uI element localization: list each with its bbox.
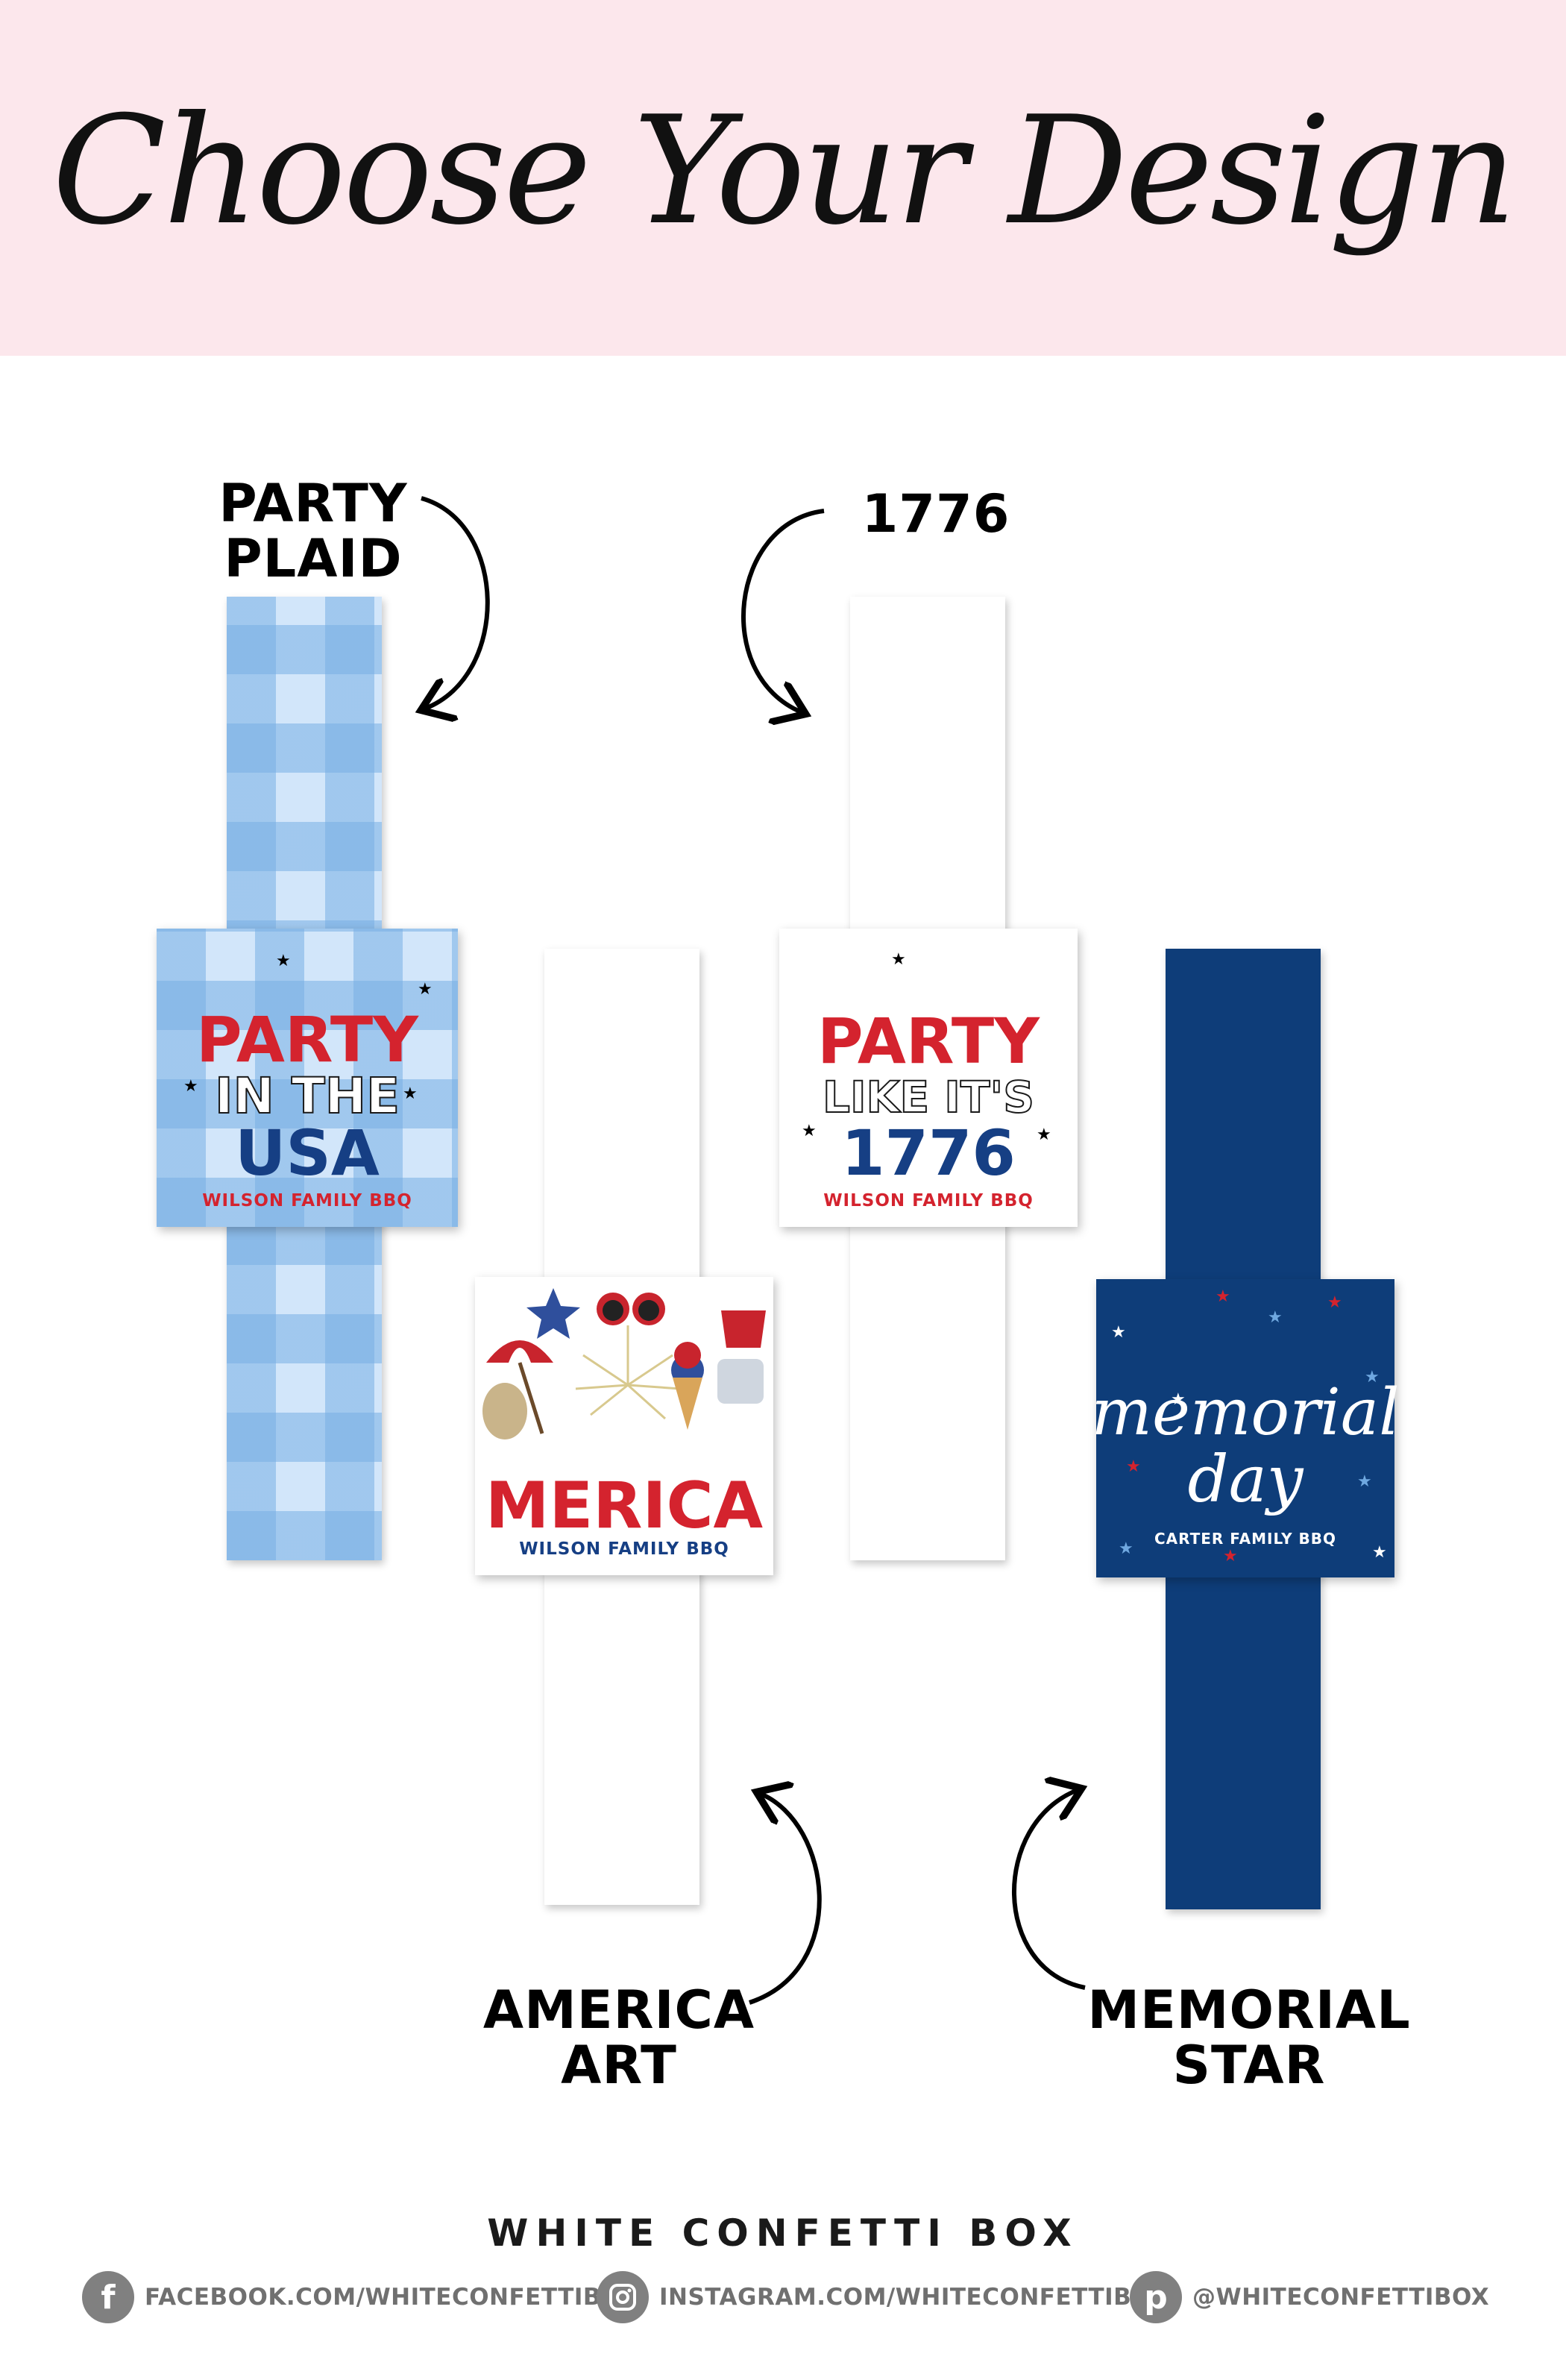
star-icon: ★: [802, 1121, 817, 1140]
page-title: Choose Your Design: [51, 84, 1517, 258]
brand-name: WHITE CONFETTI BOX: [487, 2211, 1079, 2255]
label-america-art: AMERICA ART: [482, 1979, 755, 2096]
card-1776-family: WILSON FAMILY BBQ: [823, 1191, 1034, 1211]
america-art-illustration: [482, 1288, 766, 1439]
pinterest-link[interactable]: p @WHITECONFETTIBOX: [1130, 2267, 1489, 2327]
hat-icon: [482, 1383, 527, 1439]
card-1776[interactable]: PARTY LIKE IT'S 1776 WILSON FAMILY BBQ ★…: [779, 929, 1078, 1227]
memorial-star-family: CARTER FAMILY BBQ: [1154, 1530, 1337, 1548]
party-plaid-line2: IN THE: [214, 1067, 400, 1125]
star-icon: ★: [1216, 1287, 1230, 1305]
arrow-1776: [741, 509, 825, 712]
label-party-plaid: PARTY PLAID: [218, 473, 408, 589]
facebook-link[interactable]: f FACEBOOK.COM/WHITECONFETTIBOX: [82, 2267, 638, 2327]
umbrella-icon: [486, 1340, 553, 1434]
star-icon: ★: [1223, 1546, 1238, 1565]
party-plaid-line3: USA: [235, 1117, 380, 1190]
card-1776-line1: PARTY: [817, 1005, 1040, 1078]
label-memorial-star: MEMORIAL STAR: [1087, 1979, 1411, 2096]
pinterest-icon: p: [1130, 2271, 1182, 2323]
star-icon: ★: [891, 949, 906, 968]
arrow-party-plaid: [421, 496, 490, 709]
star-icon: ★: [1126, 1457, 1141, 1475]
fireworks-icon: [575, 1325, 681, 1420]
label-1776: 1776: [861, 483, 1010, 544]
star-icon: ★: [183, 1076, 198, 1095]
arrow-memorial-star: [1012, 1790, 1085, 1990]
star-icon: ★: [1111, 1322, 1126, 1341]
america-art-family: WILSON FAMILY BBQ: [519, 1539, 729, 1559]
card-1776-line3: 1776: [841, 1117, 1016, 1190]
pinterest-text: @WHITECONFETTIBOX: [1192, 2284, 1490, 2311]
star-icon: ★: [276, 951, 291, 970]
star-icon: ★: [418, 979, 433, 998]
memorial-star-line1: memorial: [1091, 1375, 1400, 1450]
card-1776-line2: LIKE IT'S: [822, 1072, 1035, 1123]
star-icon: ★: [1372, 1542, 1387, 1561]
sunglasses-icon: [597, 1293, 665, 1325]
star-icon: ★: [1037, 1125, 1051, 1143]
memorial-star-line2: day: [1187, 1442, 1304, 1517]
instagram-icon: [597, 2271, 649, 2323]
header-banner: [0, 0, 1566, 356]
star-icon: ★: [403, 1084, 418, 1102]
facebook-icon: f: [82, 2271, 134, 2323]
star-icon: ★: [1357, 1472, 1372, 1490]
card-memorial-star[interactable]: memorial day CARTER FAMILY BBQ ★ ★ ★ ★ ★…: [1091, 1279, 1400, 1577]
star-balloon-icon: [526, 1288, 580, 1339]
party-plaid-line1: PARTY: [196, 1003, 418, 1076]
instagram-text: INSTAGRAM.COM/WHITECONFETTIBOX: [659, 2284, 1169, 2311]
star-icon: ★: [1171, 1390, 1186, 1408]
instagram-link[interactable]: INSTAGRAM.COM/WHITECONFETTIBOX: [597, 2267, 1169, 2327]
shorts-icon: [717, 1359, 764, 1404]
star-icon: ★: [1327, 1293, 1342, 1311]
swimsuit-icon: [721, 1310, 766, 1348]
ice-cream-icon: [671, 1342, 704, 1430]
facebook-text: FACEBOOK.COM/WHITECONFETTIBOX: [145, 2284, 639, 2311]
card-party-plaid[interactable]: PARTY IN THE USA WILSON FAMILY BBQ ★ ★ ★…: [157, 929, 458, 1227]
card-america-art[interactable]: MERICA WILSON FAMILY BBQ: [475, 1277, 773, 1575]
arrow-america-art: [749, 1794, 822, 2005]
america-art-line1: MERICA: [485, 1469, 764, 1543]
star-icon: ★: [1268, 1307, 1283, 1326]
star-icon: ★: [1119, 1539, 1133, 1557]
party-plaid-family: WILSON FAMILY BBQ: [202, 1191, 412, 1211]
star-icon: ★: [1365, 1367, 1380, 1386]
